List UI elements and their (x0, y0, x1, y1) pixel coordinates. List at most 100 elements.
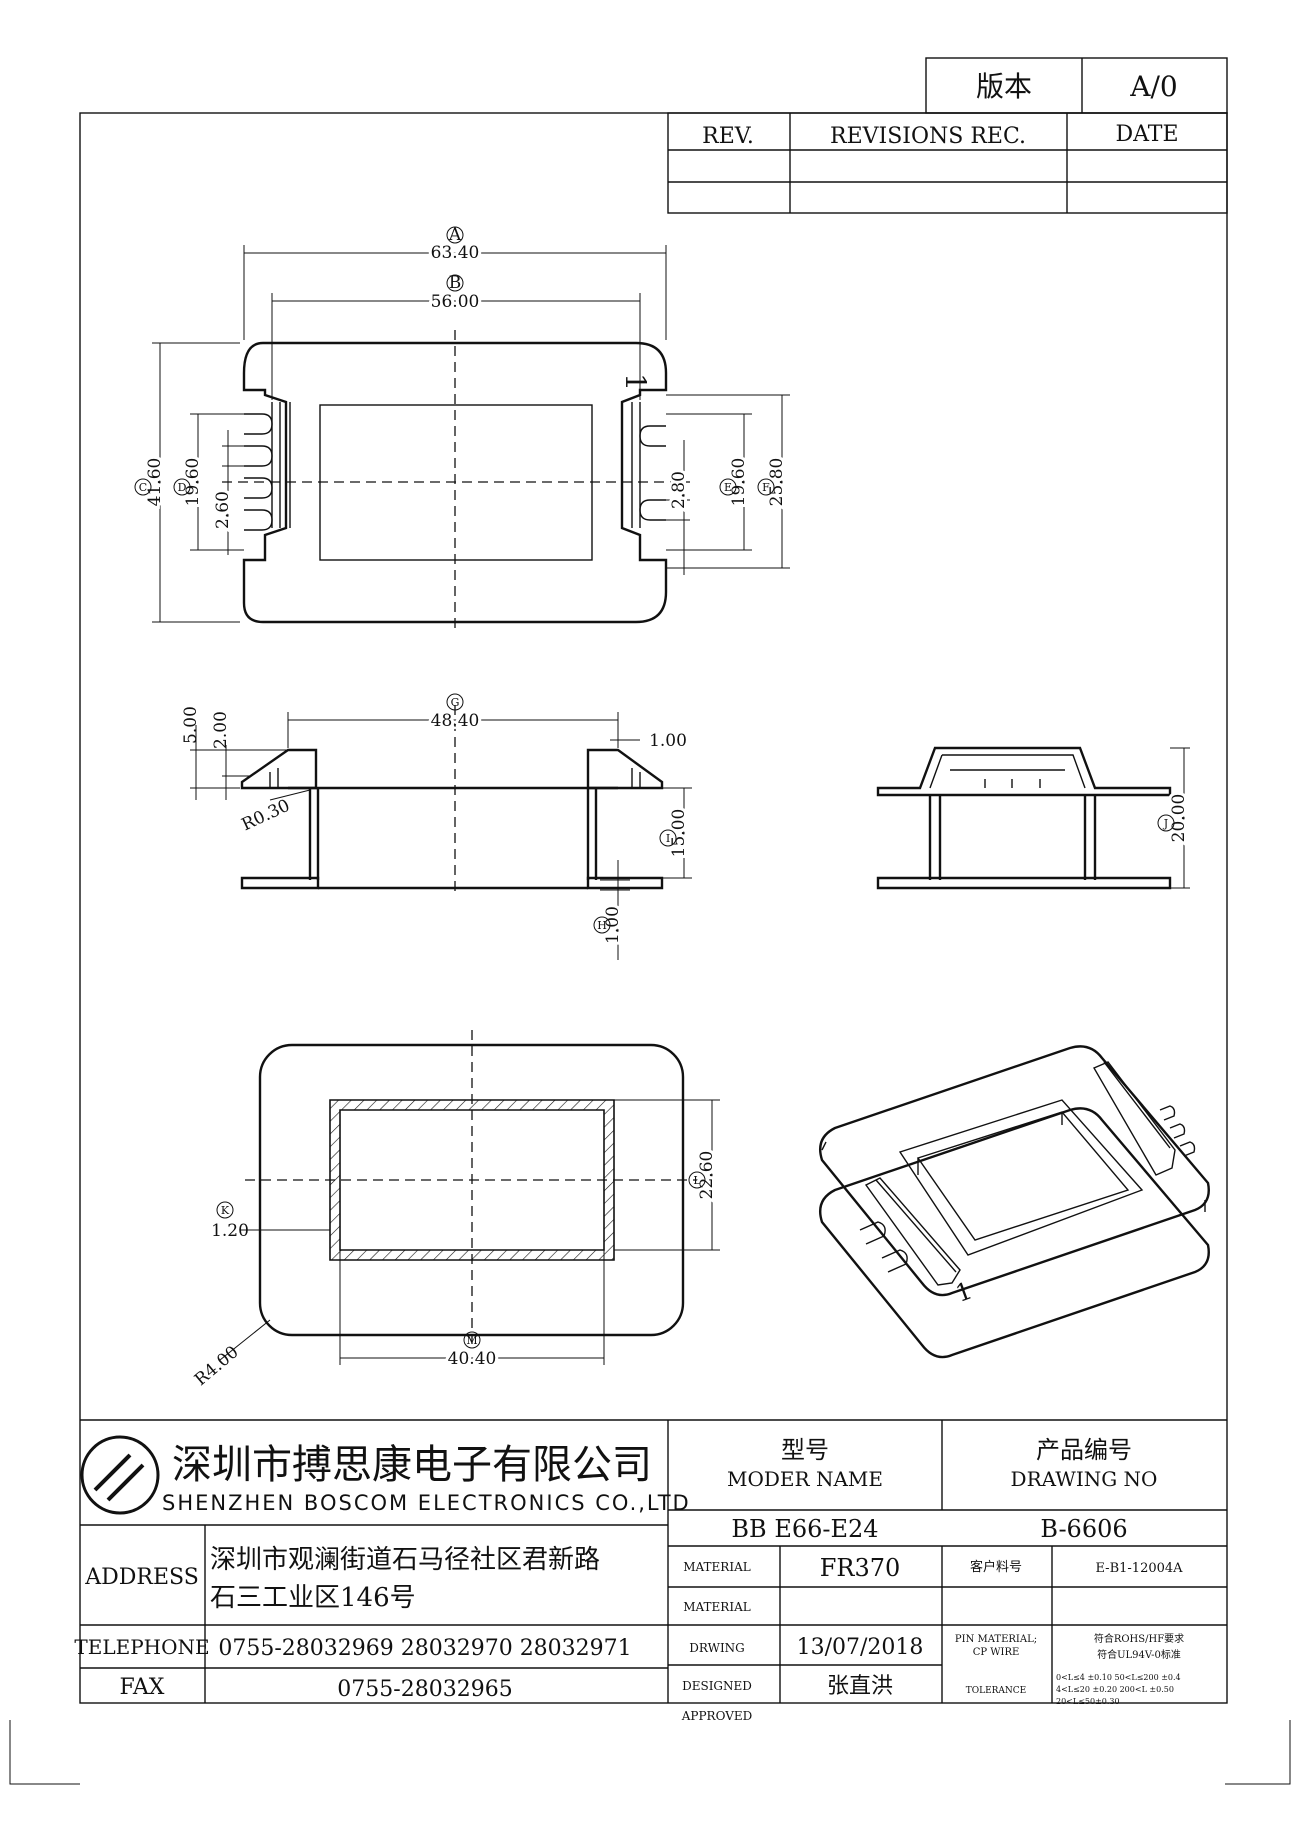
drawing-value: B-6606 (1040, 1515, 1127, 1543)
pin-material-value2: 符合UL94V-0标准 (1097, 1648, 1181, 1661)
iso-left-pin-strip (864, 1177, 961, 1286)
company-logo (80, 1435, 160, 1515)
side-bottom-flange (876, 876, 1172, 890)
designed-label: DESIGNED (682, 1679, 752, 1693)
address-line1: 深圳市观澜街道石马径社区君新路 (210, 1545, 600, 1575)
telephone-label: TELEPHONE (74, 1635, 209, 1659)
version-value: A/0 (1129, 70, 1177, 103)
top-flange-outline (242, 341, 668, 624)
svg-text:D: D (178, 481, 187, 494)
left-pin-slots (244, 413, 273, 531)
designed-value: 张直洪 (827, 1674, 893, 1699)
corner-mark-bottom-right (1225, 1720, 1291, 1785)
left-pin-strip (271, 402, 291, 528)
front-view: G 48.40 1.00 5.00 2.00 R0.30 15.00 I 1.0… (181, 693, 692, 960)
telephone-value: 0755-28032969 28032970 28032971 (218, 1636, 631, 1661)
drawing-date-label: DRWING (689, 1641, 745, 1655)
svg-text:L: L (693, 1174, 701, 1187)
pin-material-label1: PIN MATERIAL; (955, 1634, 1037, 1645)
dim-e-value: 19.60 (729, 458, 749, 507)
dim-m-value: 40.40 (448, 1349, 497, 1369)
address-line2: 石三工业区146号 (210, 1583, 416, 1613)
version-box: 版本 A/0 (925, 57, 1228, 114)
iso-pin1-mark: 1 (952, 1276, 976, 1308)
dim-pitch-right: 2.80 (669, 471, 689, 509)
svg-text:B: B (449, 273, 462, 293)
dim-h-value: 1.00 (603, 906, 623, 944)
svg-text:A: A (448, 225, 462, 245)
dim-pitch-left: 2.60 (213, 491, 233, 529)
front-walls (308, 788, 598, 880)
dim-c-value: 41.60 (145, 458, 165, 507)
pin-material-label2: CP WIRE (973, 1647, 1020, 1658)
side-view: 20.00 J (876, 746, 1192, 890)
material-label: MATERIAL (683, 1560, 751, 1574)
iso-window (898, 1099, 1144, 1256)
svg-text:F: F (762, 481, 770, 494)
rev-header: REV. (702, 124, 754, 149)
model-label-en: MODER NAME (727, 1467, 883, 1491)
drawing-label-cn: 产品编号 (1036, 1436, 1132, 1464)
top-pin1-mark: 1 (619, 373, 652, 391)
sheet-border (79, 112, 1228, 1704)
corner-mark-bottom-left (9, 1720, 80, 1785)
approved-label: APPROVED (681, 1709, 753, 1723)
company-name-en: SHENZHEN BOSCOM ELECTRONICS CO.,LTD (162, 1491, 691, 1515)
customer-code-label: 客户料号 (970, 1559, 1022, 1575)
drawing-label-en: DRAWING NO (1011, 1467, 1158, 1491)
dim-5: 5.00 (181, 706, 201, 744)
right-pin-strip (621, 402, 641, 528)
version-label: 版本 (976, 70, 1032, 103)
svg-text:H: H (597, 919, 607, 932)
drawing-date-value: 13/07/2018 (797, 1635, 924, 1660)
svg-text:I: I (666, 832, 670, 845)
iso-bottom-flange (818, 1107, 1210, 1359)
front-top-flange-left (240, 748, 318, 790)
front-top-flange-right (586, 748, 664, 790)
material2-label: MATERIAL (683, 1600, 751, 1614)
iso-top-flange (818, 1045, 1210, 1297)
dim-l-value: 22.60 (697, 1151, 717, 1200)
dim-1-top: 1.00 (649, 731, 687, 751)
dim-f-value: 25.80 (767, 458, 787, 507)
address-label: ADDRESS (84, 1565, 199, 1590)
svg-text:E: E (724, 481, 732, 494)
dim-g-value: 48.40 (431, 711, 480, 731)
date-header: DATE (1115, 122, 1178, 147)
svg-text:M: M (466, 1334, 477, 1347)
fax-label: FAX (120, 1675, 165, 1700)
customer-code-value: E-B1-12004A (1095, 1561, 1183, 1576)
dim-b-value: 56.00 (431, 292, 480, 312)
side-walls (928, 795, 1097, 880)
tolerance-line1: 0<L≤4 ±0.10 50<L≤200 ±0.4 (1056, 1673, 1181, 1682)
dim-2: 2.00 (211, 711, 231, 749)
company-name-cn: 深圳市搏思康电子有限公司 (172, 1442, 652, 1488)
svg-text:C: C (139, 481, 147, 494)
dim-i-value: 15.00 (669, 809, 689, 858)
dim-a-value: 63.40 (431, 243, 480, 263)
svg-text:G: G (451, 696, 460, 709)
model-value: BB E66-E24 (731, 1515, 878, 1543)
tolerance-line2: 4<L≤20 ±0.20 200<L ±0.50 (1056, 1685, 1174, 1694)
dim-r400: R4.00 (191, 1342, 243, 1390)
tolerance-line3: 20<L≤50±0.30 (1056, 1697, 1120, 1706)
revisions-rec-header: REVISIONS REC. (830, 124, 1026, 149)
bottom-view: 1.20 K 22.60 L M 40.40 R4.00 (191, 1030, 720, 1390)
pin-material-value1: 符合ROHS/HF要求 (1094, 1632, 1184, 1645)
dim-r030: R0.30 (239, 796, 293, 836)
material-value: FR370 (820, 1554, 901, 1582)
dim-k-value: 1.20 (211, 1221, 249, 1241)
model-label-cn: 型号 (781, 1436, 829, 1464)
svg-text:K: K (221, 1204, 230, 1217)
top-view: 1 A 63.40 B 56.00 41.60 C 19.60 D 2.60 (134, 225, 790, 632)
svg-text:J: J (1163, 817, 1168, 830)
dim-j-value: 20.00 (1169, 794, 1189, 843)
side-top-flange (876, 746, 1172, 797)
tolerance-label: TOLERANCE (966, 1686, 1027, 1696)
iso-right-pin-strip (1092, 1061, 1176, 1176)
title-block: 深圳市搏思康电子有限公司 SHENZHEN BOSCOM ELECTRONICS… (74, 1419, 1227, 1723)
dim-d-value: 19.60 (183, 458, 203, 507)
fax-value: 0755-28032965 (337, 1677, 512, 1702)
right-pin-slots (639, 425, 666, 521)
